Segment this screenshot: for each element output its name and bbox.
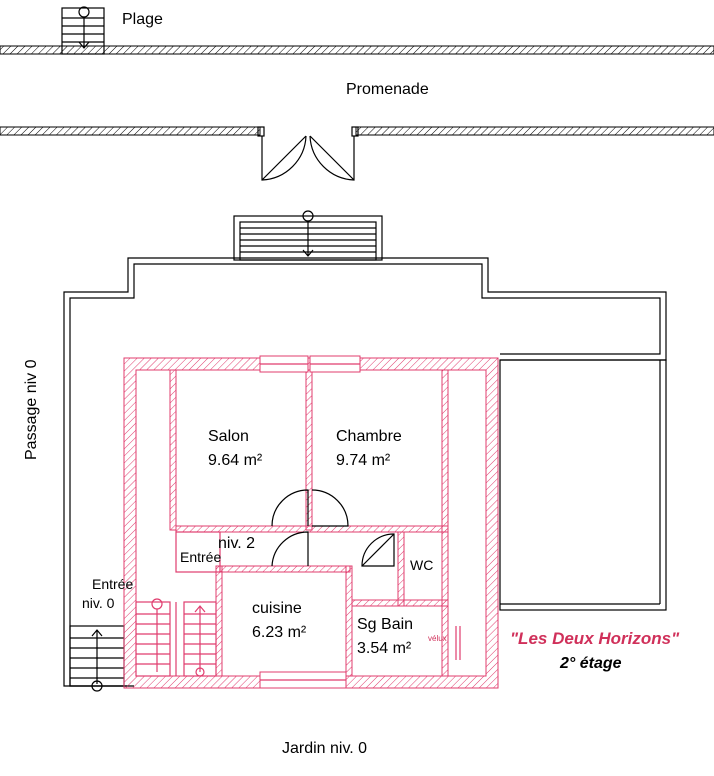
level-label: niv. 2 [218,535,255,552]
chambre-name: Chambre [336,428,402,445]
velux-symbol [455,626,461,660]
cuisine-area: 6.23 m² [252,624,307,641]
sdb-name: Sg Bain [357,616,413,633]
terrace-stairs [233,210,383,261]
passage-label: Passage niv 0 [23,359,40,460]
promenade-gate [257,126,359,181]
entrance-label-2: niv. 0 [82,595,115,611]
wc-label: WC [410,557,433,573]
plan-title: "Les Deux Horizons" [510,629,680,648]
entree-label: Entrée [180,549,221,565]
entrance-stairs [69,625,125,692]
salon-area: 9.64 m² [208,452,263,469]
inner-stairs [135,598,217,677]
promenade-wall-bottom-right [355,126,714,136]
beach-label: Plage [122,11,163,28]
chambre-area: 9.74 m² [336,452,391,469]
entrance-label-1: Entrée [92,576,133,592]
terrace-outline [63,257,667,687]
doors [271,489,395,567]
apartment-walls [123,355,499,689]
promenade-label: Promenade [346,81,429,98]
sdb-area: 3.54 m² [357,640,412,657]
velux-label: vélux [428,634,447,643]
floor-label: 2° étage [559,655,622,672]
salon-name: Salon [208,428,249,445]
cuisine-name: cuisine [252,600,302,617]
promenade-wall-bottom [0,126,261,136]
promenade-wall-top [0,45,714,55]
garden-label: Jardin niv. 0 [282,740,367,757]
